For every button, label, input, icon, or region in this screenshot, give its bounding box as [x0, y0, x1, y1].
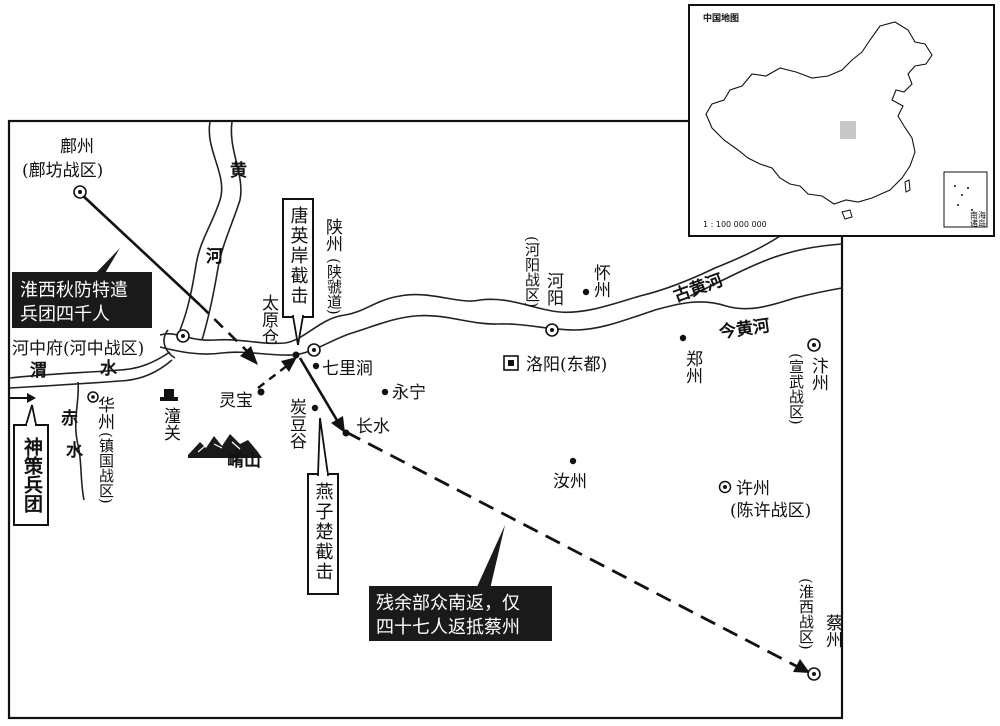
huaixi-callout-line2: 兵团四千人: [20, 304, 110, 325]
shence-callout-text: 神策兵团: [21, 436, 43, 514]
inset-scale: 1 : 100 000 000: [703, 220, 767, 229]
south-sea-label-2: 诸岛: [970, 218, 986, 228]
fuzhou-zone-label: (鄜坊战区): [22, 161, 103, 181]
hezhong-river-loop: [163, 329, 176, 359]
retreat-callout: 残余部众南返，仅 四十七人返抵蔡州: [369, 525, 552, 641]
yaoshan-label: 崤山: [227, 450, 261, 471]
huazhou-label: 华州 (镇国战区): [94, 396, 115, 504]
xuzhou-zone-label: (陈许战区): [730, 501, 811, 521]
town-markers: [73, 185, 821, 681]
shanzhou-zone-label: (陕虢道): [325, 258, 343, 315]
zhengzhou-label: 郑州: [682, 350, 703, 384]
mountain-icon: [188, 434, 262, 458]
yaoshan-mountain: [188, 434, 262, 458]
chi-river-label-2: 水: [66, 440, 84, 461]
huang-river-label-2: 河: [206, 247, 223, 267]
shence-callout-box: [13, 424, 49, 526]
tang-yingan-callout-text: 唐英岸截击: [288, 206, 309, 306]
huaixi-callout-line1: 淮西秋防特遣: [20, 280, 128, 301]
heyang-label: 河阳: [543, 272, 564, 306]
highlight-region: [840, 121, 856, 139]
huaixi-callout: 淮西秋防特遣 兵团四千人: [12, 248, 152, 328]
luoyang-label: 洛阳(东都): [526, 355, 607, 375]
yellow-river-south-bank: [159, 287, 843, 356]
tang-yingan-callout: 唐英岸截击: [282, 198, 314, 346]
inset-title: 中国地图: [703, 12, 739, 24]
huaizhou-marker: [582, 288, 590, 296]
taiyuancang-label: 太原仓: [258, 294, 279, 345]
yan-zichu-callout-text: 燕子楚截击: [313, 482, 334, 582]
caizhou-zone-label: (淮西战区): [797, 578, 815, 650]
taiyuancang-marker: [292, 351, 300, 359]
retreat-callout-line2: 四十七人返抵蔡州: [376, 617, 520, 638]
chi-river: [74, 381, 85, 501]
taiwan-island: [904, 179, 911, 193]
fuzhou-label: 鄜州: [60, 137, 94, 157]
ruzhou-marker: [569, 457, 577, 465]
changshui-marker: [342, 429, 350, 437]
retreat-callout-line1: 残余部众南返，仅: [376, 593, 520, 614]
caizhou-label: 蔡州: [822, 614, 843, 648]
yongning-label: 永宁: [392, 383, 426, 403]
china-inset-map: 中国地图 南海 诸岛 1 : 100 000 000: [688, 4, 995, 237]
changshui-label: 长水: [356, 417, 390, 437]
place-labels: 鄜州 (鄜坊战区) 河中府(河中战区) 华州 (镇国战区) 潼关 崤山 灵宝 太…: [12, 137, 843, 650]
chi-river-label-1: 赤: [61, 408, 78, 429]
route-changshui-caizhou: [345, 430, 801, 670]
yan-zichu-callout: 燕子楚截击: [307, 417, 339, 595]
shanzhou-label: 陕州: [322, 218, 343, 252]
arrowhead-shence: [27, 393, 36, 403]
yellow-river-east-bank: [201, 121, 242, 341]
arrowhead-changshui: [331, 416, 345, 433]
campaign-routes: [10, 192, 810, 673]
tandougu-marker: [311, 404, 319, 412]
south-sea-inset: [943, 171, 988, 228]
wei-river-north: [9, 351, 171, 379]
lingbao-marker: [257, 388, 265, 396]
huaizhou-label: 怀州: [590, 264, 611, 298]
ancient-yellow-river: [689, 243, 843, 297]
svg-text:华州: 华州: [94, 396, 115, 430]
retreat-callout-box: [369, 586, 552, 641]
wei-river-label-2: 水: [100, 358, 118, 379]
yellow-river-north-bank: [159, 235, 781, 345]
bianzhou-label: 汴州: [808, 357, 829, 391]
wei-river-label-1: 渭: [30, 361, 47, 381]
rivers: [9, 121, 843, 501]
yan-zichu-callout-box: [307, 473, 339, 595]
qiliyuan-label: 七里涧: [322, 359, 373, 379]
fort-icon: [164, 389, 174, 398]
lingbao-label: 灵宝: [219, 391, 253, 411]
route-fuzhou-lingbao-dash: [199, 304, 249, 353]
ruzhou-label: 汝州: [553, 472, 587, 492]
shence-callout: 神策兵团: [13, 404, 49, 526]
route-lingbao-shanzhou: [257, 364, 289, 389]
china-outline: [705, 21, 933, 205]
arrowhead-caizhou: [793, 659, 810, 673]
heyang-zone-label: (河阳战区): [523, 236, 541, 308]
route-shanzhou-changshui: [298, 357, 340, 423]
huaixi-callout-box: [12, 272, 152, 328]
arrowhead-shanzhou: [281, 357, 297, 372]
huang-river-label-1: 黄: [230, 160, 247, 181]
xuzhou-label: 许州: [736, 479, 770, 499]
tandougu-label: 炭豆谷: [286, 398, 307, 449]
arrowhead-lingbao: [240, 346, 258, 365]
tongguan-fort: [160, 389, 178, 401]
bianzhou-zone-label: (宣武战区): [787, 353, 805, 425]
south-sea-label-1: 南海: [970, 210, 986, 220]
hezhongfu-label: 河中府(河中战区): [12, 339, 144, 359]
tongguan-label: 潼关: [160, 407, 181, 441]
yellow-river-west-bank: [179, 121, 223, 331]
zhengzhou-marker: [679, 334, 687, 342]
svg-text:(镇国战区): (镇国战区): [97, 432, 115, 504]
wei-river-south: [9, 359, 173, 389]
hainan-island: [841, 209, 853, 220]
route-fuzhou-lingbao: [79, 192, 201, 306]
yongning-marker: [381, 388, 389, 396]
qiliyuan-marker: [312, 362, 320, 370]
